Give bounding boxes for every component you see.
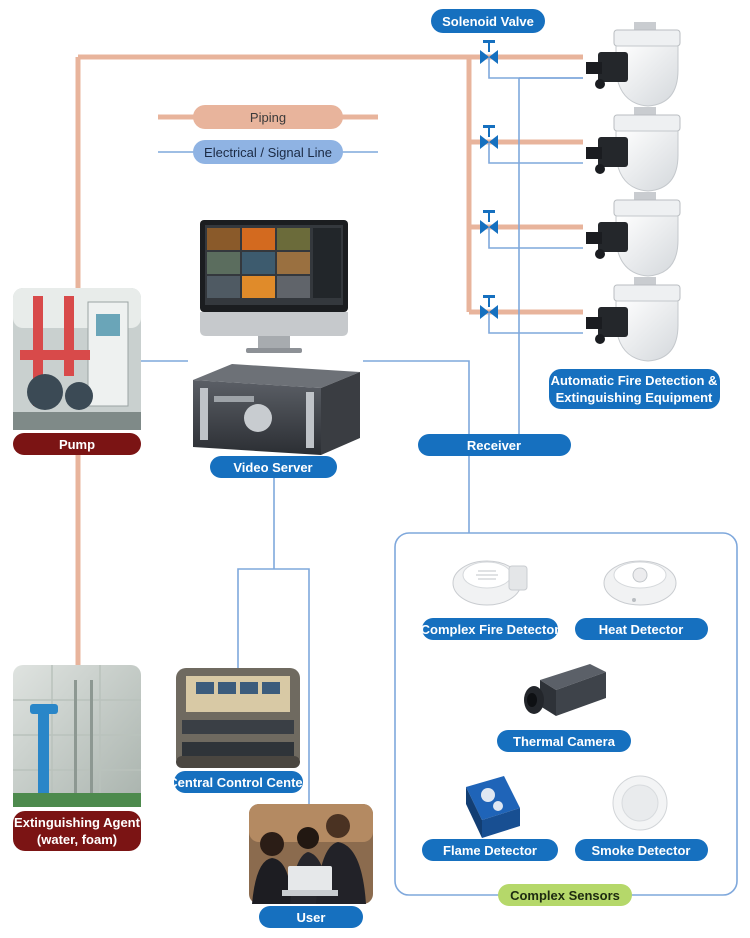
signal-valve-4 bbox=[488, 312, 583, 334]
signal-legend-pill bbox=[193, 140, 343, 164]
fire-nozzle-icon bbox=[586, 107, 681, 192]
piping-legend-pill bbox=[193, 105, 343, 129]
pump-pill bbox=[13, 433, 141, 455]
server-icon bbox=[193, 364, 360, 455]
thermal-camera-pill bbox=[497, 730, 631, 752]
complex-fire-detector-label: Complex Fire Detector bbox=[421, 622, 560, 637]
receiver-label: Receiver bbox=[467, 438, 521, 453]
fire-nozzle-group bbox=[586, 22, 681, 362]
central-control-center-pill bbox=[174, 771, 303, 793]
signal-network bbox=[141, 57, 583, 804]
extinguishing-agent-label-line1: Extinguishing Agent bbox=[14, 815, 141, 830]
piping-legend-label: Piping bbox=[250, 110, 286, 125]
heat-detector-icon bbox=[603, 560, 677, 606]
signal-valve-2 bbox=[488, 142, 583, 164]
solenoid-valve-pill bbox=[431, 9, 545, 33]
solenoid-valve-label: Solenoid Valve bbox=[442, 14, 534, 29]
extinguishing-agent-label-line2: (water, foam) bbox=[37, 832, 117, 847]
video-server-label: Video Server bbox=[233, 460, 312, 475]
signal-legend-label: Electrical / Signal Line bbox=[204, 145, 332, 160]
fire-nozzle-icon bbox=[586, 22, 681, 107]
valve-icon bbox=[480, 125, 498, 149]
signal-valve-3 bbox=[488, 227, 583, 249]
auto-fire-pill bbox=[549, 369, 720, 409]
smoke-detector-pill bbox=[575, 839, 708, 861]
video-server-pill bbox=[210, 456, 337, 478]
central-control-center-label: Central Control Center bbox=[168, 775, 307, 790]
thermal-camera-icon bbox=[524, 664, 606, 716]
complex-fire-detector-pill bbox=[422, 618, 558, 640]
flame-detector-icon bbox=[466, 776, 520, 838]
receiver-pill bbox=[418, 434, 571, 456]
water-tank-photo bbox=[13, 665, 141, 807]
fire-nozzle-icon bbox=[586, 277, 681, 362]
heat-detector-pill bbox=[575, 618, 708, 640]
complex-sensors-label: Complex Sensors bbox=[510, 888, 620, 903]
signal-server-sensors bbox=[363, 360, 470, 533]
valve-icons bbox=[480, 40, 498, 319]
heat-detector-label: Heat Detector bbox=[599, 622, 684, 637]
thermal-camera-label: Thermal Camera bbox=[513, 734, 616, 749]
smoke-detector-icon bbox=[612, 775, 668, 831]
people-laptop-photo bbox=[249, 804, 373, 904]
complex-sensors-pill bbox=[498, 884, 632, 906]
complex-fire-detector-icon bbox=[452, 560, 528, 606]
pump-room-photo bbox=[13, 288, 141, 430]
auto-fire-label-line2: Extinguishing Equipment bbox=[556, 390, 713, 405]
monitor-icon bbox=[200, 220, 348, 353]
valve-icon bbox=[480, 295, 498, 319]
valve-icon bbox=[480, 210, 498, 234]
smoke-detector-label: Smoke Detector bbox=[592, 843, 691, 858]
extinguishing-agent-pill bbox=[13, 811, 141, 851]
auto-fire-label-line1: Automatic Fire Detection & bbox=[551, 373, 718, 388]
valve-icon bbox=[480, 40, 498, 64]
user-pill bbox=[259, 906, 363, 928]
flame-detector-label: Flame Detector bbox=[443, 843, 537, 858]
pump-label: Pump bbox=[59, 437, 95, 452]
fire-nozzle-icon bbox=[586, 192, 681, 277]
signal-control-user bbox=[237, 568, 310, 804]
flame-detector-pill bbox=[422, 839, 558, 861]
user-label: User bbox=[297, 910, 326, 925]
signal-valve-1 bbox=[488, 57, 583, 79]
control-room-photo bbox=[176, 668, 300, 768]
